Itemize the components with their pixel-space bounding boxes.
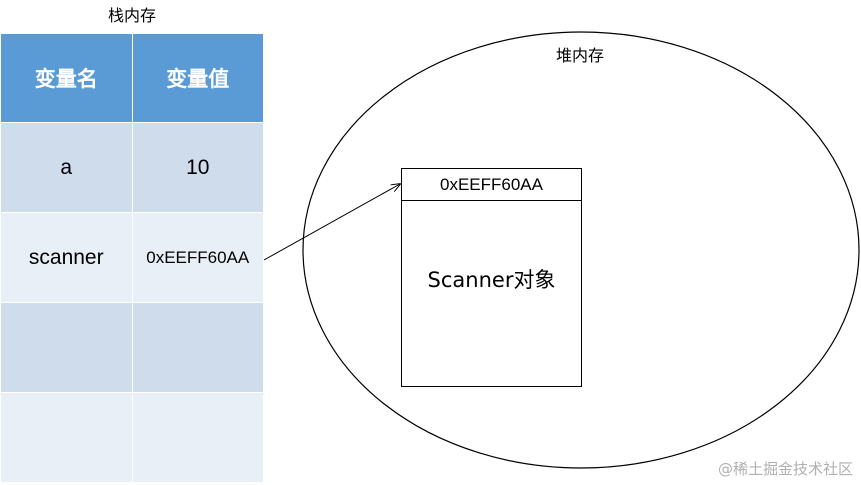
table-row: a 10 bbox=[0, 122, 264, 213]
table-row bbox=[0, 392, 264, 483]
table-row bbox=[0, 302, 264, 393]
variable-name-cell bbox=[0, 302, 133, 393]
variable-name-cell bbox=[0, 392, 133, 483]
object-name-label: Scanner对象 bbox=[427, 268, 556, 292]
stack-memory-title: 栈内存 bbox=[107, 6, 156, 25]
object-address-label: 0xEEFF60AA bbox=[402, 169, 581, 201]
scanner-object-box: 0xEEFF60AA Scanner对象 bbox=[401, 168, 582, 387]
stack-table-header-row: 变量名 变量值 bbox=[0, 33, 264, 123]
variable-value-cell bbox=[131, 302, 264, 393]
variable-value-cell: 0xEEFF60AA bbox=[131, 212, 264, 303]
reference-arrow bbox=[263, 184, 400, 261]
heap-memory-ellipse bbox=[302, 31, 860, 469]
heap-memory-title: 堆内存 bbox=[555, 46, 604, 65]
table-row: scanner 0xEEFF60AA bbox=[0, 212, 264, 303]
watermark: @稀土掘金技术社区 bbox=[717, 460, 853, 478]
variable-value-cell: 10 bbox=[131, 122, 264, 213]
variable-value-cell bbox=[131, 392, 264, 483]
variable-value-header: 变量值 bbox=[131, 33, 264, 123]
variable-name-cell: a bbox=[0, 122, 133, 213]
stack-memory-table: 变量名 变量值 a 10 scanner 0xEEFF60AA bbox=[0, 33, 264, 483]
variable-name-cell: scanner bbox=[0, 212, 133, 303]
